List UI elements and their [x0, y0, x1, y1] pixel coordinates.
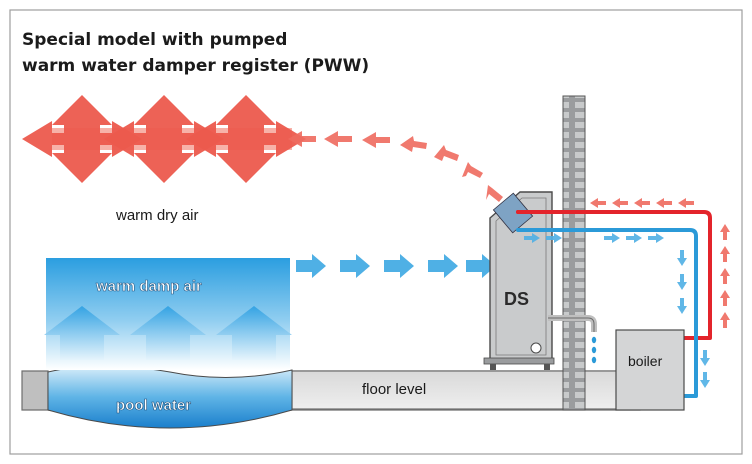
- warm-air-return-arrows: [288, 131, 503, 202]
- label-unit: DS: [504, 289, 529, 309]
- label-warm-dry-air: warm dry air: [115, 207, 199, 224]
- frame-border: [9, 9, 743, 455]
- ds-unit: [483, 191, 555, 370]
- pipes: [516, 210, 712, 398]
- label-pool-water: pool water: [116, 397, 191, 414]
- four-way-arrow: [104, 95, 224, 183]
- label-warm-damp-air: warm damp air: [95, 278, 202, 295]
- warm-dry-air-arrows: [22, 95, 306, 183]
- diagram-title-line-2: warm water damper register (PWW): [22, 56, 370, 76]
- diagram-title-line-1: Special model with pumped: [22, 30, 288, 50]
- condensate-drain: [548, 315, 597, 364]
- boiler: [615, 329, 685, 411]
- up-arrow: [130, 306, 206, 360]
- four-way-arrow: [22, 95, 142, 183]
- damp-air-intake-arrows: [296, 254, 496, 278]
- four-way-arrow: [186, 95, 306, 183]
- evaporation-arrows: [44, 306, 292, 360]
- pipe-flow-arrows: [524, 198, 730, 388]
- label-boiler: boiler: [628, 353, 663, 369]
- up-arrow: [216, 306, 292, 360]
- label-floor-level: floor level: [362, 381, 426, 398]
- wall: [562, 95, 586, 411]
- up-arrow: [44, 306, 120, 360]
